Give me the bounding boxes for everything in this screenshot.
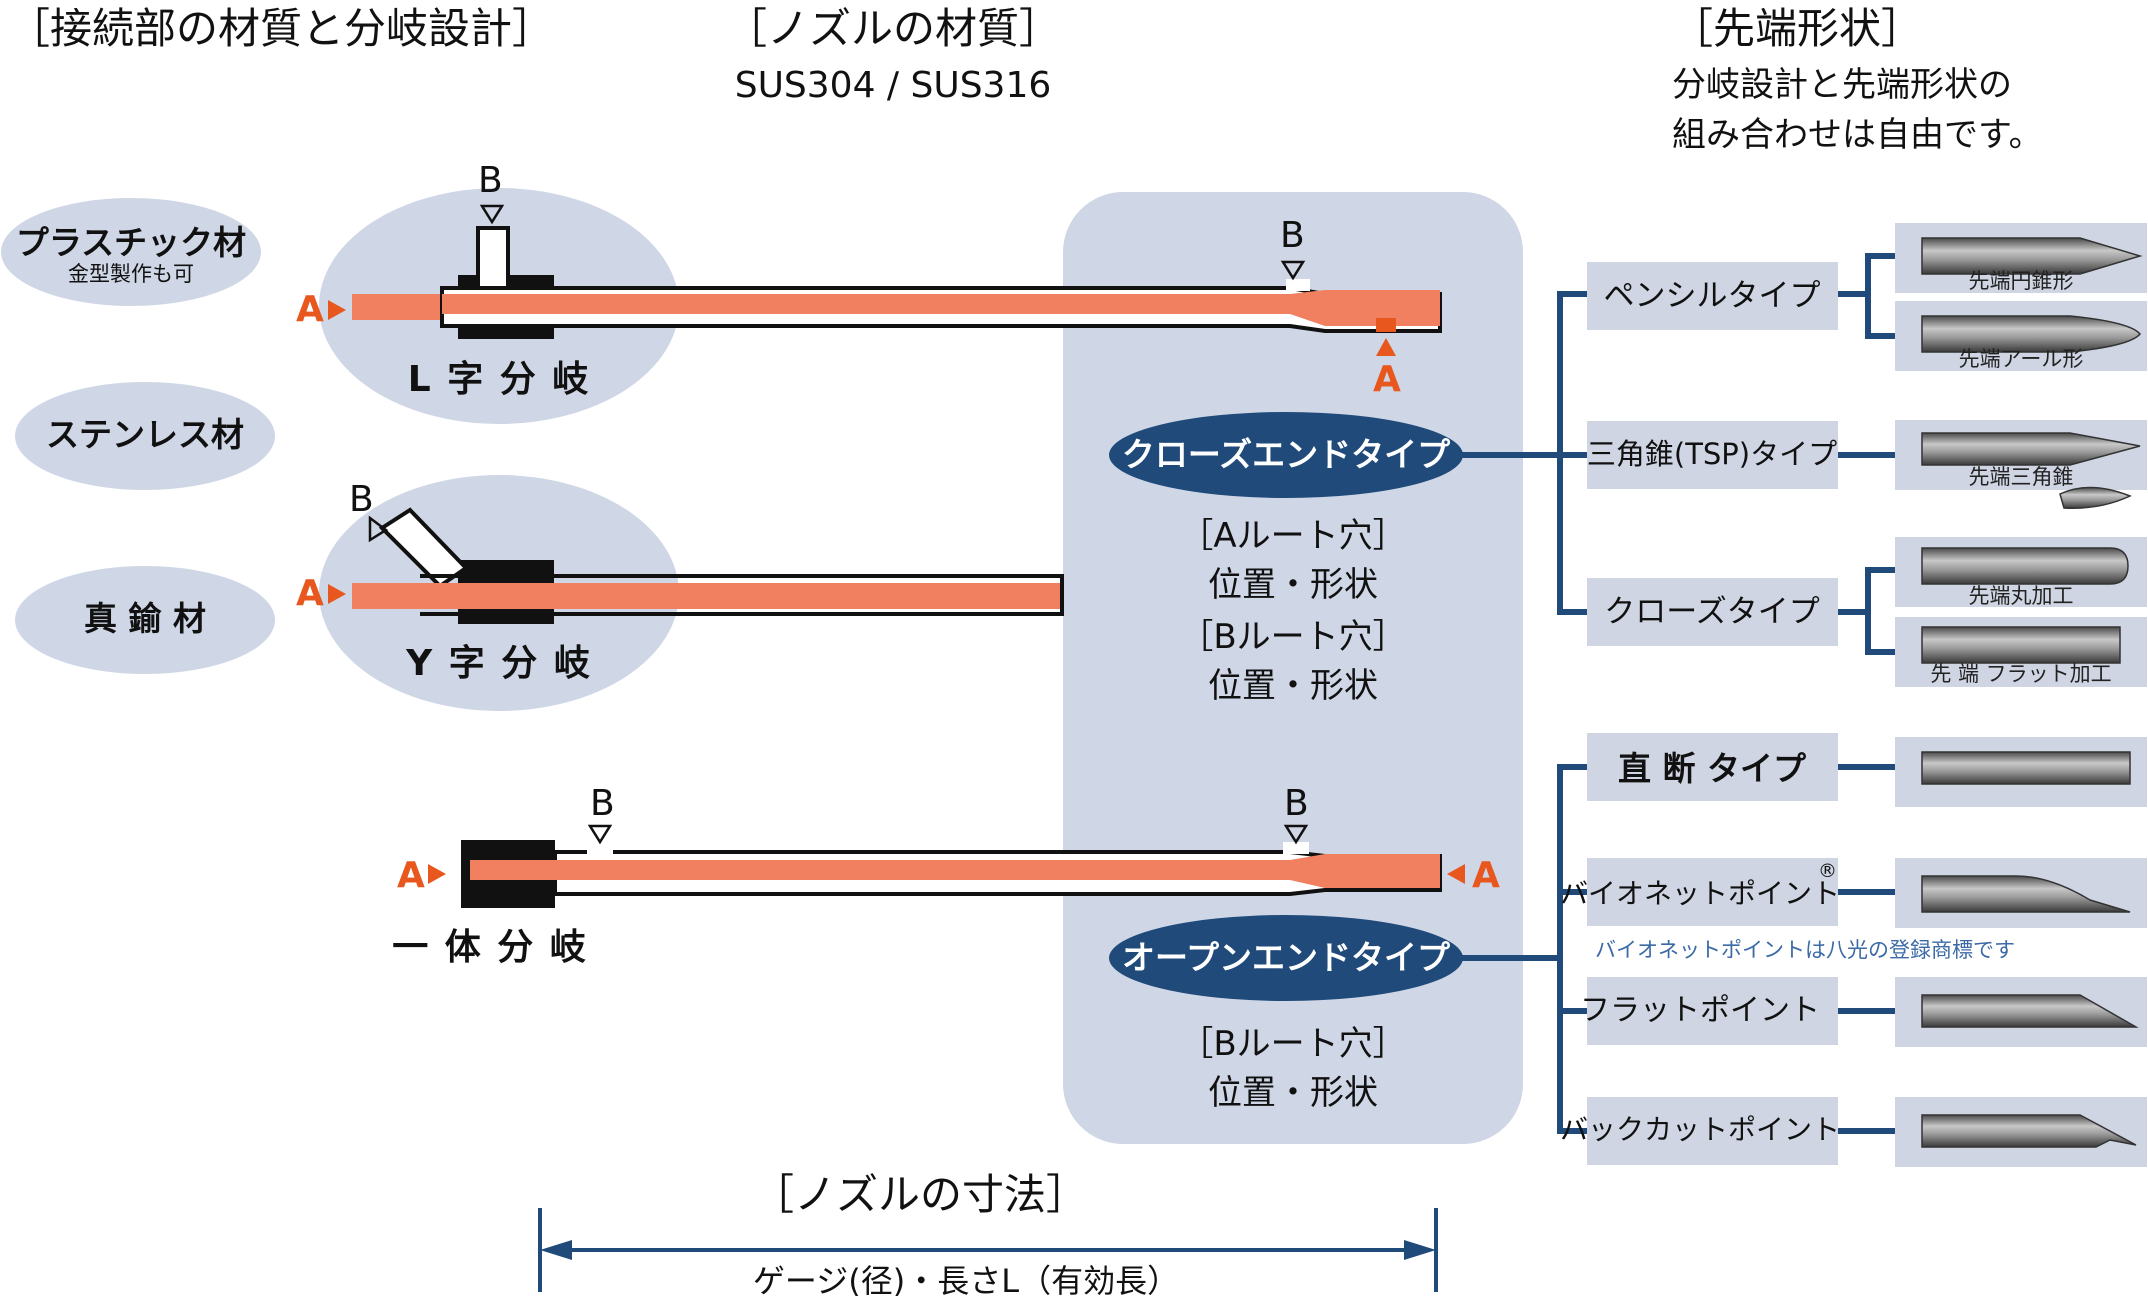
y-branch-nozzle — [352, 507, 1064, 624]
marker-b-l: B — [478, 160, 503, 201]
material-bubble-stainless — [15, 382, 275, 490]
tip-note-line-2: 組み合わせは自由です。 — [1672, 115, 2043, 155]
tip-caption-triangle: 先端三角錐 — [1968, 465, 2074, 489]
closed-end-oval — [1109, 412, 1463, 498]
open-end-label: オープンエンドタイプ — [1121, 938, 1451, 977]
tip-caption-flat: 先 端 フラット加工 — [1930, 662, 2112, 686]
arrow-left-icon — [540, 1240, 572, 1260]
backcut-tip-icon — [1921, 1114, 2137, 1148]
triangle-marker-icon — [1283, 824, 1309, 845]
dimension-title: ［ノズルの寸法］ — [751, 1170, 1089, 1219]
arrow-right-icon — [328, 300, 346, 320]
material-bubble-brass — [15, 566, 275, 674]
marker-a-integral-end: A — [1472, 855, 1500, 896]
triangle-marker-icon — [587, 824, 613, 845]
marker-b-y: B — [349, 479, 374, 520]
registered-mark-icon: ® — [1818, 860, 1837, 882]
tip-caption-round: 先端丸加工 — [1968, 584, 2074, 608]
marker-b-integral-2: B — [1284, 783, 1309, 824]
marker-a-l: A — [296, 289, 324, 330]
bionet-trademark-note: バイオネットポイントは八光の登録商標です — [1595, 938, 2015, 962]
tip-caption-cone: 先端円錐形 — [1968, 269, 2074, 293]
round-tip-icon — [1921, 547, 2129, 585]
material-stainless: ステンレス材 — [46, 415, 244, 454]
dimension-detail: ゲージ(径)・長さL（有効長） — [752, 1262, 1180, 1300]
triangle-marker-icon — [1280, 260, 1306, 281]
branch-label-l: L 字 分 岐 — [407, 359, 591, 400]
arrow-right-icon — [328, 584, 346, 604]
marker-a-y: A — [296, 573, 324, 614]
tip-type-flat: フラットポイント — [1580, 993, 1820, 1028]
material-bubble-plastic — [1, 198, 261, 306]
arrow-up-icon — [1376, 338, 1396, 356]
arrow-right-icon — [428, 864, 446, 884]
dimension-line — [538, 1208, 1438, 1292]
bionet-tip-icon — [1921, 875, 2131, 913]
header-connection: ［接続部の材質と分岐設計］ — [8, 4, 555, 53]
marker-b-integral-1: B — [590, 783, 615, 824]
integral-nozzle — [461, 840, 1442, 908]
l-branch-nozzle — [352, 226, 1442, 339]
header-tip-shape: ［先端形状］ — [1670, 4, 1924, 53]
cone-tip-icon — [1921, 237, 2143, 275]
open-end-oval — [1109, 915, 1463, 1001]
header-nozzle-material: ［ノズルの材質］ — [724, 4, 1062, 53]
material-plastic: プラスチック材 — [15, 223, 247, 262]
awl-tip-icon — [1921, 315, 2141, 353]
material-plastic-note: 金型製作も可 — [68, 262, 194, 286]
triangle-tip-detail-icon — [2059, 486, 2132, 509]
tip-caption-awl: 先端アール形 — [1958, 347, 2084, 371]
triangle-tip-icon — [1921, 432, 2141, 466]
a-route-hole-detail: 位置・形状 — [1208, 565, 1378, 605]
tip-note-line-1: 分岐設計と先端形状の — [1672, 65, 2012, 105]
a-route-hole-title: ［Aルート穴］ — [1179, 516, 1407, 556]
branch-label-y: Y 字 分 岐 — [406, 643, 592, 684]
tip-type-backcut: バックカットポイント — [1559, 1113, 1841, 1146]
arrow-left-icon — [1447, 864, 1465, 884]
tip-drawings — [1921, 237, 2143, 1148]
straight-tip-icon — [1921, 751, 2131, 785]
nozzle-material-spec: SUS304 / SUS316 — [734, 65, 1052, 106]
tip-type-straight: 直 断 タイプ — [1618, 749, 1806, 788]
connector-lines — [1462, 253, 1895, 1134]
triangle-marker-icon — [479, 204, 505, 225]
branch-label-integral: 一 体 分 岐 — [392, 927, 588, 968]
b-route-hole-title: ［Bルート穴］ — [1179, 617, 1407, 657]
tip-type-pencil: ペンシルタイプ — [1603, 278, 1821, 314]
material-brass: 真 鍮 材 — [84, 599, 206, 638]
tip-type-closed: クローズタイプ — [1604, 594, 1820, 630]
tip-type-tsp: 三角錐(TSP)タイプ — [1586, 437, 1838, 471]
open-b-route-hole-detail: 位置・形状 — [1208, 1073, 1378, 1113]
flat-tip-icon — [1921, 626, 2121, 664]
flatpoint-tip-icon — [1921, 994, 2139, 1028]
marker-b-closed: B — [1280, 215, 1305, 256]
tip-type-boxes — [1587, 262, 1838, 1165]
open-b-route-hole-title: ［Bルート穴］ — [1179, 1024, 1407, 1064]
triangle-marker-icon — [368, 515, 389, 543]
arrow-right-icon — [1404, 1240, 1436, 1260]
closed-end-label: クローズエンドタイプ — [1121, 435, 1451, 474]
tip-type-bionet: バイオネットポイント — [1559, 877, 1841, 910]
marker-a-closed-side: A — [1373, 359, 1401, 400]
b-route-hole-detail: 位置・形状 — [1208, 666, 1378, 706]
marker-a-integral: A — [397, 855, 425, 896]
